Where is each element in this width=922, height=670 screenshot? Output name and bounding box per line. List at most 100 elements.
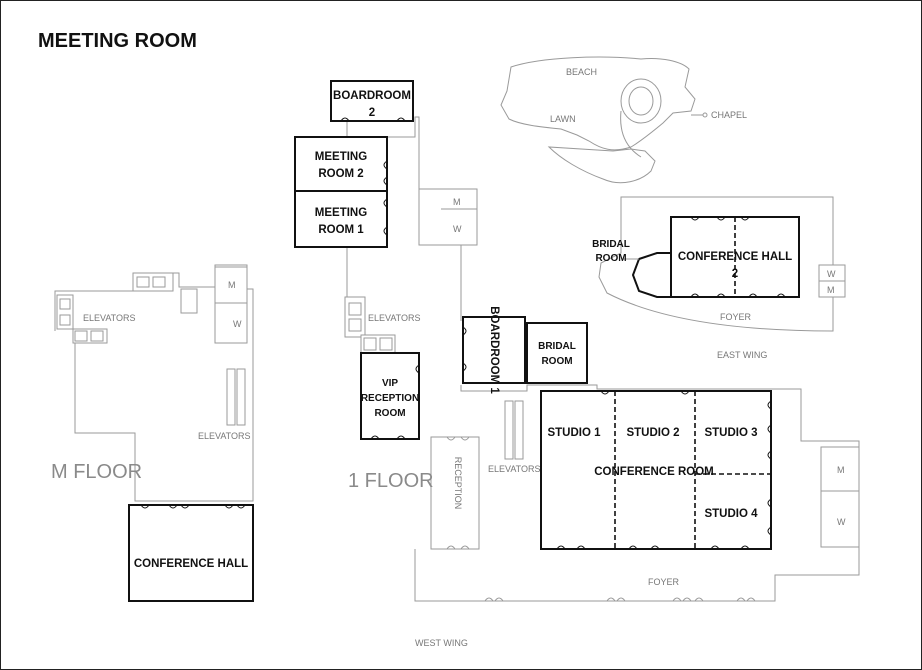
elevator-1f-b (348, 318, 362, 332)
chapel-path-outer (620, 78, 662, 124)
chapel-label: CHAPEL (711, 110, 747, 120)
east-foyer-label: FOYER (720, 312, 752, 322)
m-elevator-top-a (136, 276, 150, 288)
bridal-room[interactable]: BRIDAL ROOM (526, 322, 588, 384)
meeting-room-2-doors (383, 160, 388, 186)
boardroom-2-label-2: 2 (369, 107, 375, 119)
m-elevators-label: ELEVATORS (83, 313, 136, 323)
m-floor-shell: ELEVATORS M W ELEVATORS (54, 264, 254, 502)
meeting-room-1[interactable]: MEETING ROOM 1 (294, 190, 388, 248)
east-restroom-m-label: M (827, 285, 835, 295)
bridal-room-label-2: ROOM (541, 356, 572, 367)
m-restroom-w-box (214, 302, 248, 344)
east-wing-label: EAST WING (717, 350, 767, 360)
vip-reception-room-label-2: RECEPTION (361, 393, 419, 404)
m-elevator-left-b (59, 314, 71, 326)
east-wing-outline (598, 196, 834, 332)
meeting-room-1-label-2: ROOM 1 (318, 224, 364, 236)
vip-reception-room-label-3: ROOM (374, 408, 405, 419)
south-restroom-w-box (820, 490, 860, 548)
bridal-room-east-label-1: BRIDAL (592, 239, 630, 250)
conference-hall[interactable]: CONFERENCE HALL (128, 504, 254, 602)
m-elevator-bottom-b (90, 330, 104, 342)
boardroom-1-doors (462, 326, 467, 372)
m-escalator-b (236, 368, 246, 426)
conference-hall-label: CONFERENCE HALL (134, 558, 248, 570)
studio-1-label: STUDIO 1 (547, 427, 601, 439)
meeting-room-1-doors (383, 198, 388, 236)
west-wing-foyer-outline (414, 384, 860, 602)
west-wing-label: WEST WING (415, 638, 468, 648)
conference-room-label: CONFERENCE ROOM (594, 466, 713, 478)
conference-room-outline (540, 390, 772, 550)
conference-hall-2-label-2: 2 (732, 268, 738, 280)
conference-hall-2-doors (690, 216, 786, 298)
boardroom-2[interactable]: BOARDROOM 2 (330, 80, 414, 122)
vip-reception-room-label-1: VIP (382, 378, 398, 389)
meeting-room-2-outline (294, 136, 388, 192)
m-stair-box (180, 288, 198, 314)
first-floor-label: 1 FLOOR (348, 470, 434, 492)
outdoor-area: BEACH LAWN CHAPEL (500, 56, 747, 184)
page-title: MEETING ROOM (38, 30, 197, 52)
conference-hall-2-label-1: CONFERENCE HALL (678, 251, 792, 263)
corridor-north (346, 116, 420, 189)
elevators-1f-label: ELEVATORS (368, 313, 421, 323)
vip-reception-room[interactable]: VIP RECEPTION ROOM (360, 352, 420, 440)
south-restroom-m-box (820, 446, 860, 492)
lawn-outline (500, 56, 696, 151)
m-elevators-2-label: ELEVATORS (198, 431, 251, 441)
m-restroom-w-label: W (233, 319, 242, 329)
elevator-1f-a (348, 302, 362, 316)
studio-2-label: STUDIO 2 (626, 427, 679, 439)
bridal-room-east-label-2: ROOM (595, 253, 626, 264)
chapel-path-inner (628, 86, 654, 116)
bridal-room-outline (526, 322, 588, 384)
m-restroom-m-label: M (228, 280, 236, 290)
conference-hall-outline (128, 504, 254, 602)
studio-4-label: STUDIO 4 (704, 508, 758, 520)
corridor-west (346, 247, 363, 298)
first-floor-corridors: M W ELEVATORS RECEPTION ELEVATORS M W FO… (344, 116, 860, 648)
east-restroom-women-box (818, 280, 846, 298)
boardroom-2-doors (340, 117, 406, 122)
conference-room-complex[interactable]: STUDIO 1 STUDIO 2 STUDIO 3 STUDIO 4 CONF… (540, 390, 772, 550)
south-restroom-w-label: W (837, 517, 846, 527)
meeting-room-2-label-1: MEETING (315, 151, 367, 163)
vip-reception-room-outline (360, 352, 420, 440)
reception-doors (446, 436, 470, 550)
boardroom-1-label: BOARDROOM 1 (488, 306, 500, 394)
meeting-room-1-label-1: MEETING (315, 207, 367, 219)
conference-hall-doors (140, 504, 246, 509)
chapel-pointer-dot (702, 112, 708, 118)
east-restroom-w-label: W (827, 269, 836, 279)
escalator-center-b (514, 400, 524, 460)
vip-reception-room-doors (370, 364, 420, 440)
m-restroom-m-box (214, 266, 248, 304)
reception-desk (430, 436, 480, 550)
boardroom-1[interactable]: BOARDROOM 1 (462, 306, 526, 394)
lawn-label: LAWN (550, 114, 576, 124)
reception-label: RECEPTION (453, 457, 463, 510)
south-restroom-m-label: M (837, 465, 845, 475)
conference-hall-2[interactable]: CONFERENCE HALL 2 (670, 216, 800, 298)
bridal-room-east[interactable]: BRIDAL ROOM (592, 239, 672, 298)
meeting-room-2-label-2: ROOM 2 (318, 168, 363, 180)
foyer-doors (484, 597, 756, 602)
elevator-vip-b (379, 337, 393, 351)
north-restroom-w-label: W (453, 224, 462, 234)
meeting-room-2[interactable]: MEETING ROOM 2 (294, 136, 388, 192)
beach-label: BEACH (566, 67, 597, 77)
studio-3-label: STUDIO 3 (704, 427, 757, 439)
bridal-room-east-outline (631, 252, 672, 298)
elevators-center-label: ELEVATORS (488, 464, 541, 474)
east-wing-shell: W M FOYER EAST WING (598, 196, 846, 360)
m-elevator-left-a (59, 298, 71, 310)
m-elevator-bottom-a (74, 330, 88, 342)
west-foyer-label: FOYER (648, 577, 680, 587)
north-restroom-m-label: M (453, 197, 461, 207)
boardroom-2-outline (330, 80, 414, 122)
lawn-lower-outline (547, 146, 656, 184)
